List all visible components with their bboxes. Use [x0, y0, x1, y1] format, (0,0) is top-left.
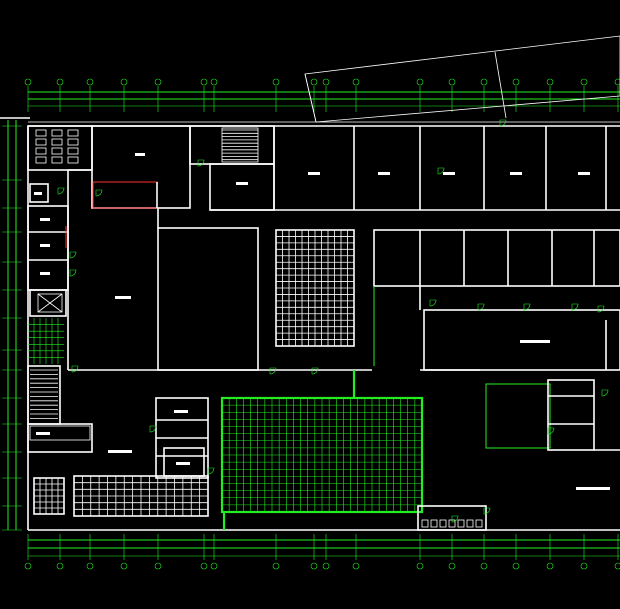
axis-bubble — [546, 78, 554, 86]
toilet-stall — [51, 138, 63, 146]
toilet-stall — [457, 519, 465, 528]
east-rooms — [373, 229, 620, 451]
axis-bubble — [546, 562, 554, 570]
door-swings — [57, 119, 609, 523]
southwest-rooms — [33, 397, 487, 531]
axis-bubble — [154, 78, 162, 86]
door-swing — [437, 167, 445, 175]
axis-bubble — [24, 562, 32, 570]
door-swing — [71, 365, 79, 373]
door-swing — [477, 303, 485, 311]
axis-bubble — [86, 562, 94, 570]
left-dimension-chain — [0, 117, 30, 531]
toilet-stall — [67, 129, 79, 137]
axis-bubble — [56, 562, 64, 570]
door-swing — [197, 159, 205, 167]
door-swing — [483, 507, 491, 515]
axis-bubble — [480, 562, 488, 570]
toilet-stall — [466, 519, 474, 528]
door-swing — [429, 299, 437, 307]
axis-bubble — [580, 562, 588, 570]
door-swing — [571, 303, 579, 311]
axis-bubble — [512, 78, 520, 86]
door-swing — [601, 389, 609, 397]
top-room-row — [91, 125, 620, 211]
toilet-stall — [67, 147, 79, 155]
axis-bubble — [24, 78, 32, 86]
axis-bubble — [154, 562, 162, 570]
axis-bubble — [200, 562, 208, 570]
axis-bubble — [200, 78, 208, 86]
door-swing — [499, 119, 507, 127]
axis-bubble — [322, 78, 330, 86]
axis-bubble — [272, 562, 280, 570]
toilet-stall — [421, 519, 429, 528]
axis-bubble — [614, 78, 620, 86]
axis-bubble — [310, 562, 318, 570]
axis-bubble — [580, 78, 588, 86]
axis-bubble — [448, 78, 456, 86]
top-dimension-chain — [24, 78, 620, 112]
central-rooms — [67, 169, 372, 371]
toilet-stall — [67, 138, 79, 146]
door-swing — [57, 187, 65, 195]
axis-bubble — [352, 78, 360, 86]
axis-bubble — [272, 78, 280, 86]
axis-bubble — [512, 562, 520, 570]
axis-bubble — [120, 562, 128, 570]
toilet-stall — [67, 156, 79, 164]
door-swing — [149, 425, 157, 433]
toilet-stall — [51, 156, 63, 164]
axis-bubble — [416, 78, 424, 86]
door-swing — [269, 367, 277, 375]
door-swing — [547, 427, 555, 435]
toilet-stall — [35, 147, 47, 155]
door-swing — [311, 367, 319, 375]
axis-bubble — [322, 562, 330, 570]
bottom-dimension-chain — [24, 534, 620, 570]
door-swing — [69, 251, 77, 259]
outer-walls — [27, 121, 620, 531]
big-grid-hall — [220, 370, 424, 530]
room-labels — [34, 153, 610, 490]
axis-bubble — [416, 562, 424, 570]
axis-bubble — [310, 78, 318, 86]
axis-bubble — [210, 78, 218, 86]
toilet-stall — [35, 156, 47, 164]
door-swing — [451, 515, 459, 523]
skewed-title-outline — [304, 35, 620, 123]
axis-bubble — [210, 562, 218, 570]
toilet-stall — [475, 519, 483, 528]
toilet-stall — [35, 138, 47, 146]
axis-bubble — [480, 78, 488, 86]
door-swing — [207, 467, 215, 475]
toilet-stall — [35, 129, 47, 137]
door-swing — [69, 269, 77, 277]
axis-bubble — [352, 562, 360, 570]
toilet-stall — [439, 519, 447, 528]
axis-bubble — [56, 78, 64, 86]
axis-bubble — [614, 562, 620, 570]
west-service-strip — [27, 125, 93, 453]
door-swing — [523, 303, 531, 311]
axis-bubble — [448, 562, 456, 570]
door-swing — [597, 305, 605, 313]
axis-bubble — [86, 78, 94, 86]
axis-bubble — [120, 78, 128, 86]
toilet-stall — [51, 129, 63, 137]
toilet-stall — [51, 147, 63, 155]
door-swing — [95, 189, 103, 197]
toilet-stall — [430, 519, 438, 528]
